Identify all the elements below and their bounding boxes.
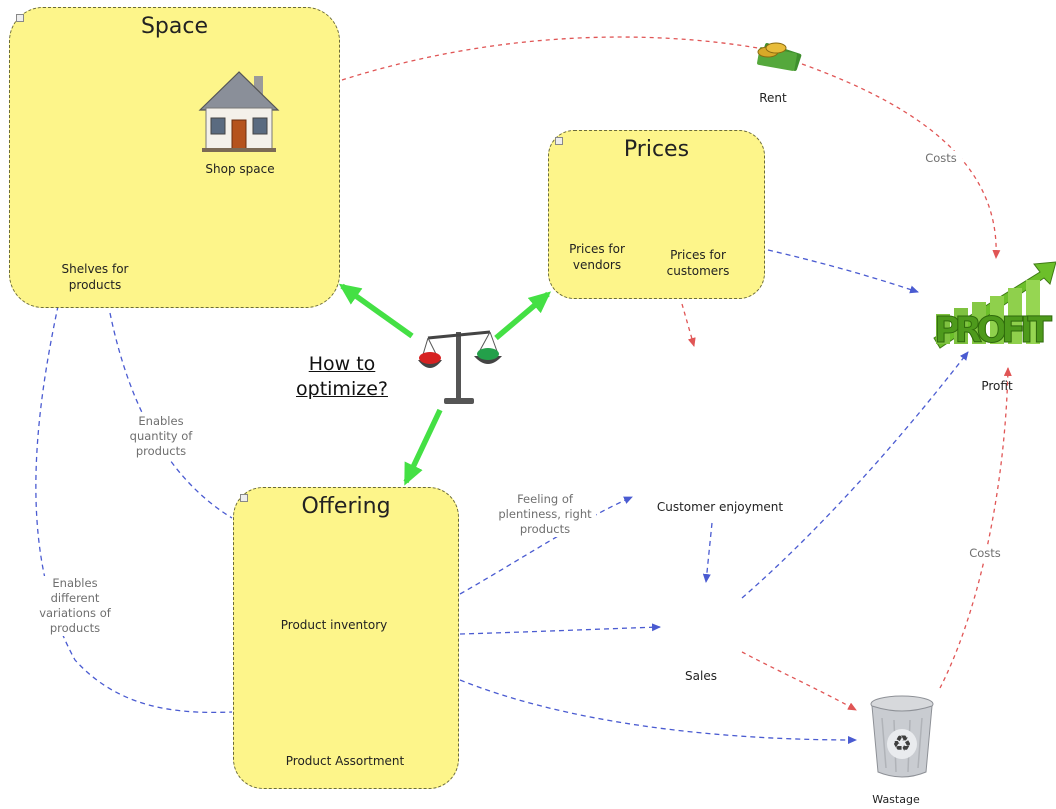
profit-arrow-icon: PROFIT — [933, 261, 1056, 352]
offering-box[interactable]: Offering — [233, 487, 459, 789]
link-sales-to-wastage — [741, 651, 857, 711]
green-arrow-to-prices — [494, 291, 552, 341]
link-space-to-assortment — [35, 287, 233, 714]
link-inventory-to-sales — [459, 623, 661, 635]
space-box-title: Space — [140, 14, 209, 39]
node-profit[interactable]: Profit — [981, 379, 1013, 393]
link-wastage-to-profit — [939, 367, 1012, 689]
node-wastage[interactable]: Wastage — [872, 793, 920, 806]
node-product-inventory[interactable]: Product inventory — [280, 618, 388, 632]
node-product-assortment[interactable]: Product Assortment — [285, 754, 405, 768]
edge-label-costs-rent: Costs — [920, 151, 962, 166]
edge-label-costs-wastage: Costs — [964, 546, 1006, 561]
node-shop-space[interactable]: Shop space — [205, 162, 275, 176]
money-icon — [757, 42, 802, 71]
node-customer-enjoyment[interactable]: Customer enjoyment — [652, 500, 788, 516]
box-corner-handle[interactable] — [240, 494, 248, 502]
node-rent[interactable]: Rent — [759, 91, 787, 105]
recycle-bin-icon: ♻ — [870, 695, 934, 778]
offering-box-title: Offering — [301, 494, 391, 519]
house-icon — [198, 71, 280, 152]
link-shelves-to-offering — [109, 312, 233, 519]
link-space-to-rent — [341, 36, 759, 81]
link-offering-to-enjoyment — [459, 496, 633, 595]
svg-text:♻: ♻ — [892, 732, 912, 757]
node-prices-customers[interactable]: Prices for customers — [666, 248, 730, 278]
link-prices-to-sales — [681, 303, 696, 347]
space-box[interactable]: Space — [9, 7, 340, 308]
edge-label-feeling: Feeling of plentiness, right products — [494, 492, 596, 537]
box-corner-handle[interactable] — [555, 137, 563, 145]
edge-label-enables-quantity: Enables quantity of products — [124, 414, 198, 459]
box-corner-handle[interactable] — [16, 14, 24, 22]
prices-box[interactable]: Prices — [548, 130, 765, 299]
green-arrow-to-offering — [403, 408, 443, 486]
balance-scale-icon — [418, 330, 502, 404]
node-prices-vendors[interactable]: Prices for vendors — [569, 242, 625, 272]
question-text: How to optimize? — [296, 353, 388, 400]
edge-label-enables-variations: Enables different variations of products — [38, 576, 112, 636]
green-arrow-to-space — [338, 283, 414, 339]
node-shelves[interactable]: Shelves for products — [61, 262, 129, 292]
link-sales-to-profit — [741, 351, 969, 599]
prices-box-title: Prices — [623, 137, 690, 162]
link-enjoyment-to-sales — [702, 522, 713, 583]
link-rent-to-profit — [801, 63, 1001, 259]
profit-graphic-text: PROFIT — [934, 310, 1052, 351]
link-assortment-to-wastage — [459, 679, 857, 744]
node-sales[interactable]: Sales — [685, 669, 717, 683]
link-prices-to-profit — [767, 249, 919, 294]
